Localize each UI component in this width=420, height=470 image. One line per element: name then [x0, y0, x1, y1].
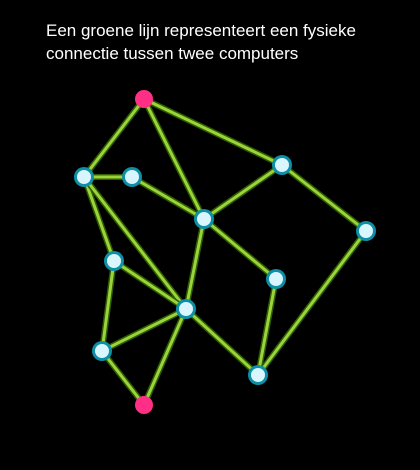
link-right-upper-center — [201, 162, 285, 222]
computer-node-right-upper — [272, 155, 292, 175]
link-left-mid-left-low — [99, 258, 117, 354]
link-mid-upper-center — [129, 174, 207, 222]
nodes-layer — [74, 90, 376, 414]
link-center-right-mid — [201, 216, 279, 282]
computer-node-left-mid — [104, 251, 124, 271]
endpoint-node-top — [135, 90, 153, 108]
computer-node-far-right — [356, 221, 376, 241]
computer-node-right-mid — [266, 269, 286, 289]
link-center-center-low — [183, 216, 207, 312]
link-left-upper-left-mid — [81, 174, 117, 264]
computer-node-center — [194, 209, 214, 229]
caption: Een groene lijn representeert een fysiek… — [46, 19, 406, 65]
links-layer — [81, 96, 369, 408]
caption-line-1: Een groene lijn representeert een fysiek… — [46, 21, 356, 40]
link-left-mid-center-low — [111, 258, 189, 312]
computer-node-left-upper — [74, 167, 94, 187]
endpoint-node-bottom — [135, 396, 153, 414]
computer-node-left-low — [92, 341, 112, 361]
link-top-left-upper — [81, 96, 147, 180]
link-center-low-left-low — [99, 306, 189, 354]
computer-node-mid-upper — [122, 167, 142, 187]
link-center-low-bottom — [141, 306, 189, 408]
link-top-right-upper — [141, 96, 285, 168]
link-left-low-bottom — [99, 348, 147, 408]
caption-line-2: connectie tussen twee computers — [46, 44, 299, 63]
link-left-upper-center-low — [81, 174, 189, 312]
link-right-upper-far-right — [279, 162, 369, 234]
computer-node-right-low — [248, 365, 268, 385]
computer-node-center-low — [176, 299, 196, 319]
link-top-center — [141, 96, 207, 222]
link-right-mid-right-low — [255, 276, 279, 378]
link-far-right-right-low — [255, 228, 369, 378]
link-center-low-right-low — [183, 306, 261, 378]
